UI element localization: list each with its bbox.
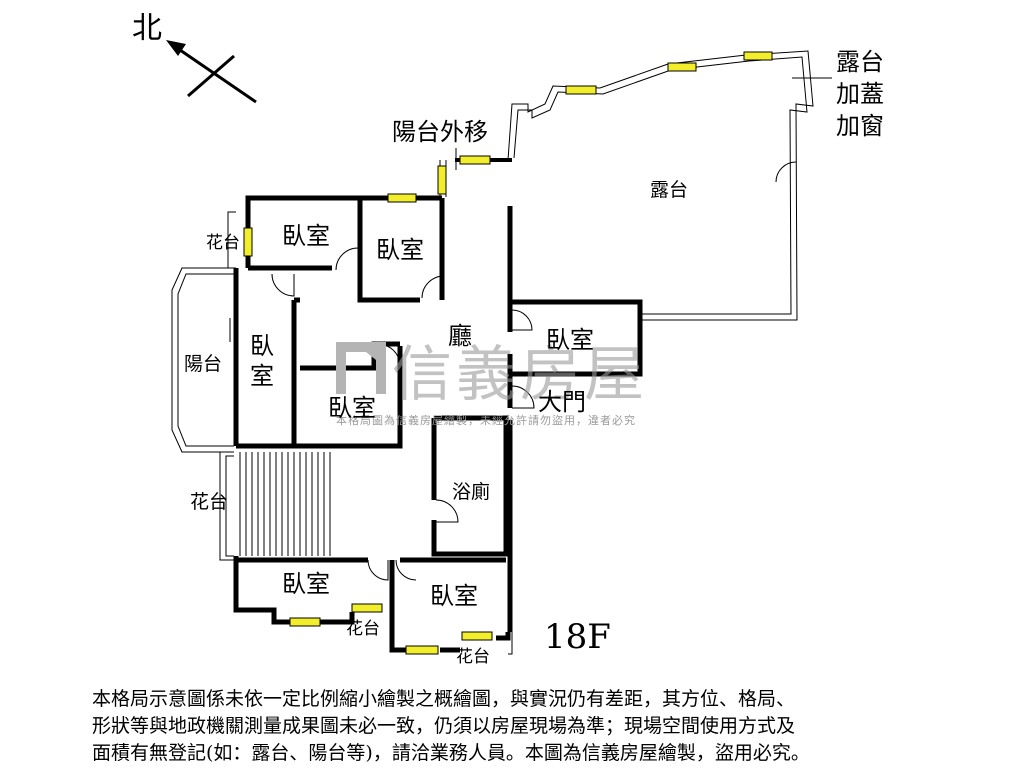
bedroom-label: 臥室 — [546, 326, 594, 354]
main-door-label: 大門 — [538, 388, 586, 416]
bedroom-label-vertical-1: 臥 — [250, 332, 274, 360]
floor-label: 18F — [544, 617, 611, 657]
window — [565, 85, 597, 95]
terrace-note-2: 加蓋 — [836, 80, 884, 108]
floor-plan: 北 — [132, 11, 884, 667]
bedroom-label: 臥室 — [376, 236, 424, 264]
brand-logo — [336, 342, 386, 394]
bedroom-label: 臥室 — [282, 570, 330, 598]
disclaimer-line: 形狀等與地政機關測量成果圖未必一致，仍須以房屋現場為準；現場空間使用方式及 — [92, 715, 796, 737]
terrace-label: 露台 — [650, 179, 688, 201]
balcony-label: 陽台 — [184, 353, 222, 375]
staircase — [239, 452, 331, 556]
door-swing — [435, 499, 459, 523]
living-room-label: 廳 — [448, 322, 472, 350]
compass-arrow-shaft — [179, 48, 257, 104]
bathroom-label: 浴廁 — [452, 480, 490, 503]
window — [351, 603, 383, 613]
north-label: 北 — [132, 11, 162, 46]
window — [405, 645, 439, 655]
terrace-note-1: 露台 — [836, 48, 884, 76]
bedroom-label: 臥室 — [282, 222, 330, 250]
main-door-swing — [511, 385, 535, 409]
window — [387, 193, 417, 203]
north-compass: 北 — [132, 11, 257, 104]
bedroom-label: 臥室 — [430, 582, 478, 610]
compass-cross-bar — [187, 54, 235, 98]
disclaimer-line: 面積有無登記(如：露台、陽台等)，請洽業務人員。本圖為信義房屋繪製，盜用必究。 — [92, 742, 810, 764]
bedroom-label-vertical-2: 室 — [250, 362, 274, 390]
door-swing — [775, 161, 797, 183]
planter-label: 花台 — [456, 647, 490, 667]
planter-label: 花台 — [206, 233, 240, 253]
watermark: 信義房屋 本格局圖為信義房屋繪製，未經允許請勿盜用，違者必究 — [336, 340, 648, 427]
door-swing — [367, 559, 389, 581]
planter-label: 花台 — [346, 619, 380, 639]
window — [461, 631, 493, 641]
walls — [233, 195, 643, 653]
sliding-door — [229, 318, 237, 342]
bedroom-label: 臥室 — [328, 394, 376, 422]
annotations: 陽台外移 露台 加蓋 加窗 18F — [392, 48, 884, 657]
door-swing — [511, 309, 533, 331]
compass-arrow-head — [166, 40, 186, 56]
window — [437, 165, 447, 195]
door-swing — [395, 559, 417, 581]
window — [667, 62, 697, 72]
door-swing — [271, 273, 295, 297]
door-swing — [335, 247, 359, 271]
disclaimer: 本格局示意圖係未依一定比例縮小繪製之概繪圖，與實況仍有差距，其方位、格局、 形狀… — [92, 686, 992, 767]
watermark-notice: 本格局圖為信義房屋繪製，未經允許請勿盜用，違者必究 — [336, 413, 636, 427]
room-labels: 臥室 臥室 臥 室 臥室 臥室 臥室 臥室 廳 大門 浴廁 露台 陽台 花台 花… — [184, 179, 688, 667]
window — [289, 617, 321, 627]
windows — [243, 51, 773, 655]
window — [743, 51, 773, 61]
door-swing — [421, 275, 445, 299]
window — [243, 227, 253, 257]
disclaimer-line: 本格局示意圖係未依一定比例縮小繪製之概繪圖，與實況仍有差距，其方位、格局、 — [92, 688, 796, 710]
planter-label: 花台 — [190, 491, 228, 513]
window — [459, 155, 491, 165]
terrace-note-3: 加窗 — [836, 112, 884, 140]
watermark-brand: 信義房屋 — [392, 340, 648, 410]
balcony-moved-out-note: 陽台外移 — [392, 118, 488, 146]
terrace-outline — [439, 50, 814, 321]
